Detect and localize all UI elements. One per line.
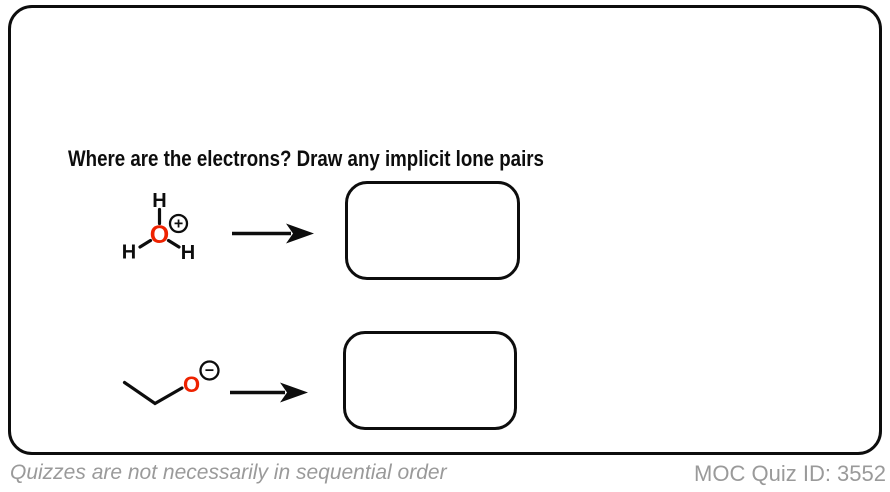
reaction-arrow-2 <box>230 382 308 403</box>
answer-box-2[interactable] <box>343 331 517 430</box>
bond-o-h-left <box>138 238 153 249</box>
atom-h-left: H <box>122 242 136 264</box>
footer-note: Quizzes are not necessarily in sequentia… <box>10 461 447 484</box>
bond-o-h-right <box>166 238 181 249</box>
arrow-head-icon <box>286 223 314 244</box>
atom-h-right: H <box>181 242 195 264</box>
answer-box-1[interactable] <box>345 181 520 280</box>
atom-h-top: H <box>152 190 166 212</box>
hydronium-structure: H H H O + <box>122 190 195 264</box>
question-title: Where are the electrons? Draw any implic… <box>68 146 544 171</box>
minus-charge-circle-icon <box>199 360 220 381</box>
atom-oxygen-hydronium: O <box>150 221 169 249</box>
plus-charge-circle-icon <box>168 213 189 234</box>
reaction-arrow-1 <box>232 223 314 244</box>
plus-charge-sign: + <box>174 216 183 233</box>
atom-oxygen-ethoxide: O <box>183 372 200 397</box>
minus-charge-sign: − <box>205 363 214 380</box>
quiz-id: MOC Quiz ID: 3552 <box>694 461 886 486</box>
arrow-head-icon <box>280 382 308 403</box>
ethoxide-structure: O − <box>122 360 220 406</box>
carbon-skeleton-bonds <box>122 380 184 406</box>
